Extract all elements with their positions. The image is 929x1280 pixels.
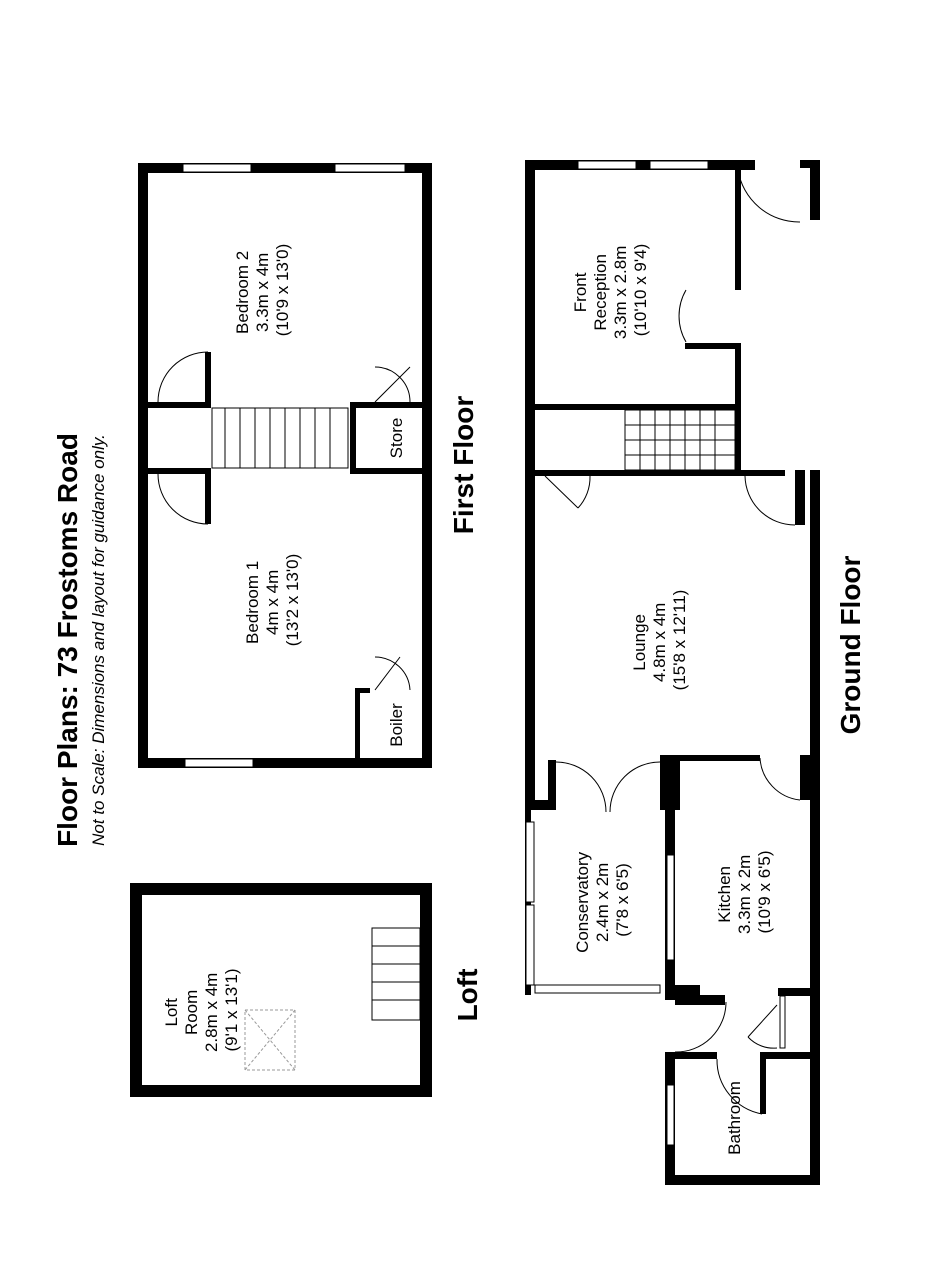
window [534, 984, 661, 994]
loft-plan: Loft Room 2.8m x 4m (9'1 x 13'1) [130, 883, 432, 1097]
first-floor-plan: Bedroom 2 3.3m x 4m (10'9 x 13'0) Bedroo… [138, 163, 432, 768]
plan-subtitle: Not to Scale: Dimensions and layout for … [89, 434, 108, 846]
room-label-front-reception: Front Reception 3.3m x 2.8m (10'10 x 9'4… [571, 241, 650, 339]
skylight [244, 1009, 296, 1071]
front-door [737, 169, 801, 223]
room-label-conservatory: Conservatory 2.4m x 2m (7'8 x 6'5) [573, 847, 632, 953]
staircase [211, 407, 349, 469]
room-label-bedroom-1: Bedroom 1 4m x 4m (13'2 x 13'0) [243, 554, 302, 647]
floor-label-loft: Loft [452, 969, 483, 1022]
window [182, 163, 252, 173]
room-label-lounge: Lounge 4.8m x 4m (15'8 x 12'11) [630, 590, 689, 691]
floor-label-first: First Floor [448, 396, 479, 535]
room-label-loft-room: Loft Room 2.8m x 4m (9'1 x 13'1) [162, 968, 241, 1052]
window [577, 160, 637, 170]
room-label-bathroom: Bathroom [725, 1081, 744, 1155]
window [525, 821, 535, 903]
window [649, 160, 709, 170]
room-label-bedroom-2: Bedroom 2 3.3m x 4m (10'9 x 13'0) [233, 244, 292, 337]
window [666, 1084, 675, 1146]
room-label-boiler: Boiler [387, 703, 406, 747]
window [666, 854, 675, 961]
room-label-kitchen: Kitchen 3.3m x 2m (10'9 x 6'5) [715, 850, 774, 934]
ground-floor-plan: Front Reception 3.3m x 2.8m (10'10 x 9'4… [525, 160, 820, 1185]
window [334, 163, 406, 173]
floor-label-ground: Ground Floor [835, 555, 866, 734]
window [184, 758, 254, 768]
door-bedroom1 [157, 473, 209, 525]
room-label-store: Store [387, 418, 406, 459]
loft-ladder [371, 927, 421, 1021]
plan-title: Floor Plans: 73 Frostoms Road [52, 433, 83, 847]
window [525, 904, 535, 986]
door-bedroom2 [157, 351, 209, 403]
